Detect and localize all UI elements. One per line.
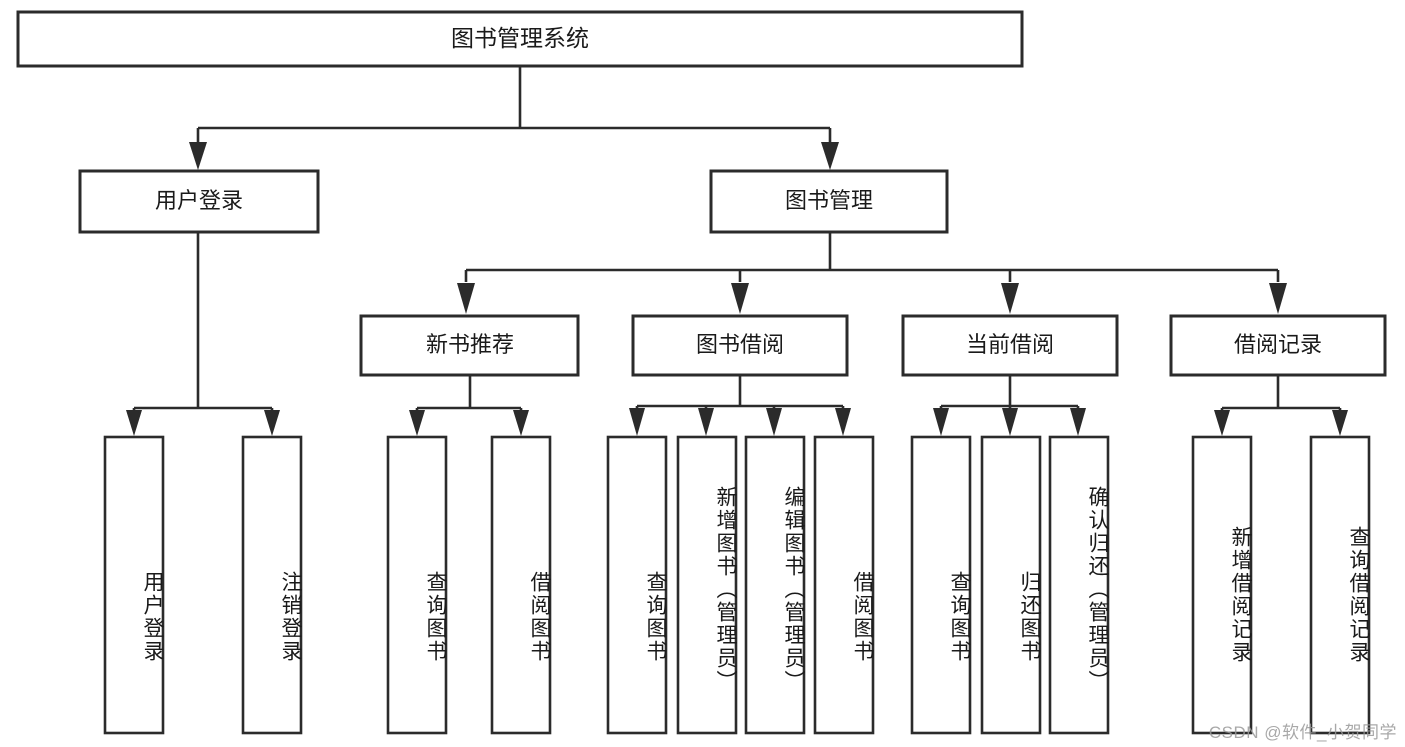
node-current-borrow[interactable]: 当前借阅	[901, 314, 1119, 377]
node-current-borrow-box[interactable]	[901, 314, 1119, 377]
arrow-borrow-to-leaf2	[698, 408, 714, 436]
node-book-management-box[interactable]	[709, 169, 949, 234]
node-book-borrow[interactable]: 图书借阅	[631, 314, 849, 377]
arrow-new-book-to-leaf2	[513, 410, 529, 436]
leaf-box-query-book-borrow[interactable]	[606, 435, 668, 735]
leaf-box-query-borrow-record[interactable]	[1309, 435, 1371, 735]
node-book-management-label: 图书管理	[785, 188, 873, 213]
arrow-root-to-book-mgmt	[821, 142, 839, 170]
node-new-book-recommend-label: 新书推荐	[426, 332, 514, 357]
node-new-book-recommend-box[interactable]	[359, 314, 580, 377]
csdn-watermark: CSDN @软件_小贺同学	[1208, 723, 1397, 742]
leaf-box-query-book-current[interactable]	[910, 435, 972, 735]
node-book-borrow-box[interactable]	[631, 314, 849, 377]
node-user-login-label: 用户登录	[155, 188, 243, 213]
node-book-management[interactable]: 图书管理	[709, 169, 949, 234]
arrow-current-to-leaf3	[1070, 408, 1086, 436]
arrow-records-to-leaf2	[1332, 410, 1348, 436]
arrow-borrow-to-leaf1	[629, 408, 645, 436]
node-user-login-box[interactable]	[78, 169, 320, 234]
arrow-book-mgmt-to-borrow	[731, 283, 749, 314]
node-root-system-label: 图书管理系统	[451, 25, 589, 51]
arrow-user-login-to-leaf2	[264, 410, 280, 436]
node-new-book-recommend[interactable]: 新书推荐	[359, 314, 580, 377]
arrow-current-to-leaf1	[933, 408, 949, 436]
leaf-box-add-borrow-record[interactable]	[1191, 435, 1253, 735]
node-borrow-records-box[interactable]	[1169, 314, 1387, 377]
leaf-box-edit-book-admin[interactable]	[744, 435, 806, 735]
leaf-box-user-login[interactable]	[103, 435, 165, 735]
leaf-box-query-book-recommend[interactable]	[386, 435, 448, 735]
leaf-box-borrow-book[interactable]	[813, 435, 875, 735]
node-borrow-records-label: 借阅记录	[1234, 332, 1322, 357]
arrow-borrow-to-leaf3	[766, 408, 782, 436]
leaf-box-logout[interactable]	[241, 435, 303, 735]
node-borrow-records[interactable]: 借阅记录	[1169, 314, 1387, 377]
arrow-records-to-leaf1	[1214, 410, 1230, 436]
node-root-system[interactable]: 图书管理系统	[16, 10, 1024, 68]
leaf-box-layer	[103, 435, 1371, 735]
arrow-root-to-user-login	[189, 142, 207, 170]
arrow-book-mgmt-to-current	[1001, 283, 1019, 314]
node-user-login[interactable]: 用户登录	[78, 169, 320, 234]
arrow-current-to-leaf2	[1002, 408, 1018, 436]
node-current-borrow-label: 当前借阅	[966, 332, 1054, 357]
leaf-box-return-book[interactable]	[980, 435, 1042, 735]
arrow-new-book-to-leaf1	[409, 410, 425, 436]
arrow-book-mgmt-to-new-book	[457, 283, 475, 314]
node-root-system-box[interactable]	[16, 10, 1024, 68]
leaf-box-add-book-admin[interactable]	[676, 435, 738, 735]
leaf-box-confirm-return-admin[interactable]	[1048, 435, 1110, 735]
connector-layer	[126, 66, 1348, 436]
arrow-book-mgmt-to-records	[1269, 283, 1287, 314]
arrow-user-login-to-leaf1	[126, 410, 142, 436]
leaf-box-borrow-book-recommend[interactable]	[490, 435, 552, 735]
node-book-borrow-label: 图书借阅	[696, 332, 784, 357]
arrow-borrow-to-leaf4	[835, 408, 851, 436]
